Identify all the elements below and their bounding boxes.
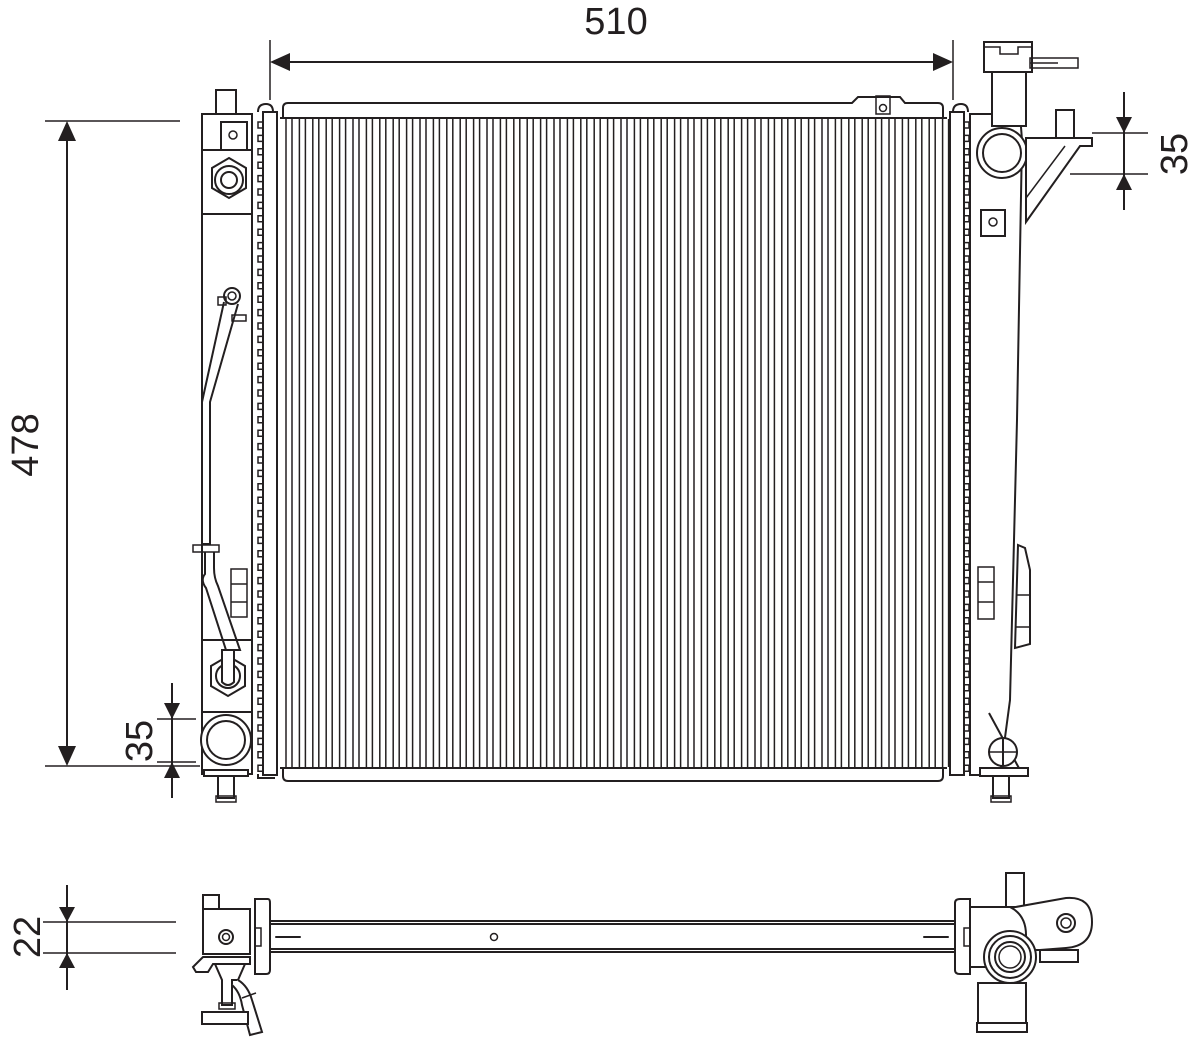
dimension-inlet: 35 <box>1070 92 1196 210</box>
right-tank <box>969 41 1093 803</box>
outlet-label: 35 <box>119 720 161 762</box>
height-label: 478 <box>5 413 47 476</box>
width-label: 510 <box>584 1 647 43</box>
top-rail-clip <box>875 95 891 115</box>
dimension-thickness: 22 <box>7 885 176 990</box>
left-header-teeth <box>257 121 263 772</box>
dimension-outlet: 35 <box>119 683 196 798</box>
dimension-width: 510 <box>269 1 954 100</box>
core-fins <box>285 119 950 767</box>
top-rail <box>282 96 944 118</box>
left-tank <box>192 89 253 803</box>
front-view <box>192 41 1093 803</box>
bottom-view <box>191 872 1094 1037</box>
thickness-label: 22 <box>7 916 49 958</box>
bottom-rail <box>282 768 944 782</box>
right-header <box>949 111 965 776</box>
inlet-label: 35 <box>1154 133 1196 175</box>
dimension-height: 478 <box>5 120 200 767</box>
left-tank-profile <box>191 894 264 1037</box>
left-header <box>262 111 278 776</box>
right-tank-profile <box>969 872 1094 1033</box>
mounting-bracket <box>1009 896 1094 951</box>
core-profile <box>269 920 956 953</box>
